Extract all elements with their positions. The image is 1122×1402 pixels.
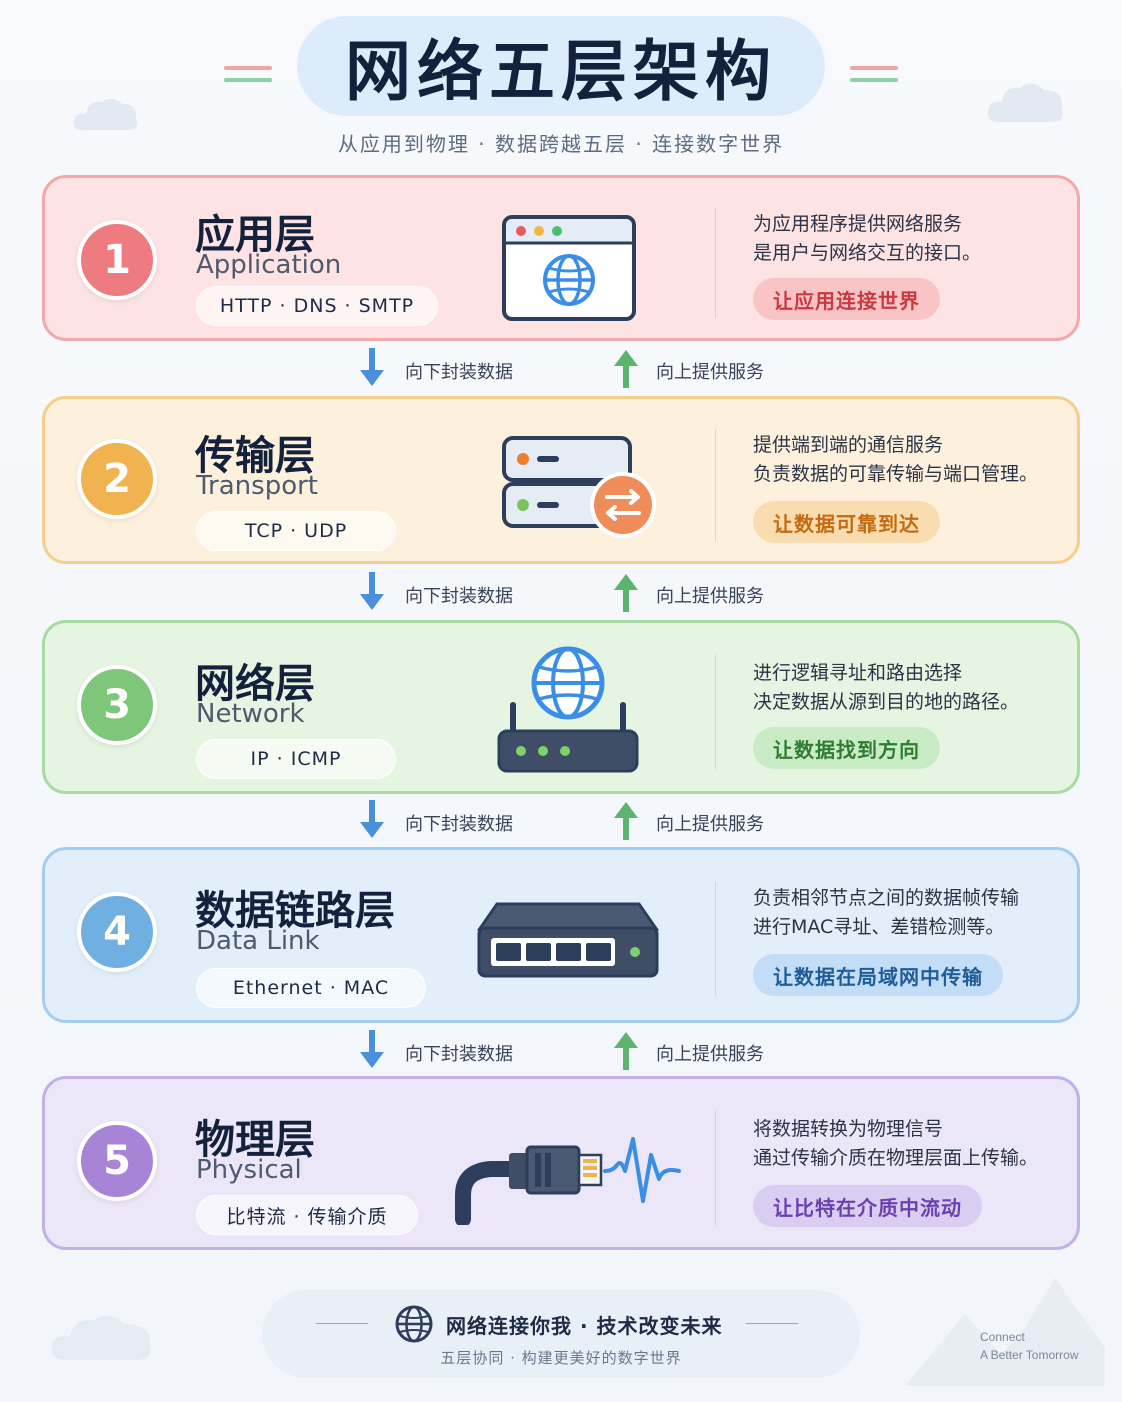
flow-arrows: 向下封装数据 向上提供服务 [0, 1030, 1122, 1076]
arrow-up-icon [614, 802, 638, 840]
layer-tagline: 让应用连接世界 [753, 278, 940, 320]
layer-number-badge: 2 [77, 439, 157, 519]
layer-card-transport: 2 传输层 Transport TCP · UDP 提供端到端的通信服务 负责数… [42, 396, 1080, 564]
layer-number-badge: 1 [77, 220, 157, 300]
layer-name-en: Network [196, 699, 305, 729]
flow-arrows: 向下封装数据 向上提供服务 [0, 572, 1122, 618]
service-label: 向上提供服务 [656, 362, 764, 383]
layer-name-cn: 应用层 [195, 212, 315, 258]
layer-tagline: 让数据可靠到达 [753, 501, 940, 543]
footer-divider-right [746, 1323, 798, 1324]
arrow-up-icon [614, 574, 638, 612]
mountain-icon [905, 1278, 1105, 1386]
layer-description: 为应用程序提供网络服务 是用户与网络交互的接口。 [753, 213, 982, 264]
layer-description: 进行逻辑寻址和路由选择 决定数据从源到目的地的路径。 [753, 662, 1020, 713]
layer-name-cn: 网络层 [195, 661, 315, 707]
layer-tagline: 让比特在介质中流动 [753, 1185, 982, 1227]
corner-text-line1: Connect [980, 1330, 1025, 1344]
layer-description: 负责相邻节点之间的数据帧传输 进行MAC寻址、差错检测等。 [753, 887, 1020, 938]
layer-name-en: Physical [196, 1155, 302, 1185]
arrow-down-icon [360, 1030, 384, 1068]
layer-number-badge: 5 [77, 1121, 157, 1201]
card-divider [715, 208, 716, 318]
protocol-pill: HTTP · DNS · SMTP [196, 286, 438, 326]
layer-card-data-link: 4 数据链路层 Data Link Ethernet · MAC 负责相邻节点之… [42, 847, 1080, 1023]
cloud-icon [51, 1315, 151, 1360]
flow-arrows: 向下封装数据 向上提供服务 [0, 348, 1122, 394]
arrow-down-icon [360, 572, 384, 610]
service-label: 向上提供服务 [656, 814, 764, 835]
protocol-pill: 比特流 · 传输介质 [196, 1195, 418, 1235]
footer-slogan: 网络连接你我 · 技术改变未来 [446, 1314, 723, 1338]
footer-pill: 网络连接你我 · 技术改变未来 五层协同 · 构建更美好的数字世界 [262, 1290, 860, 1378]
page-subtitle: 从应用到物理 · 数据跨越五层 · 连接数字世界 [337, 132, 785, 156]
decorative-lines-right [850, 66, 898, 90]
arrow-down-icon [360, 800, 384, 838]
ethernet-cable-signal-icon [455, 1137, 681, 1225]
layer-number-badge: 4 [77, 892, 157, 972]
encapsulate-label: 向下封装数据 [405, 1044, 513, 1065]
service-label: 向上提供服务 [656, 586, 764, 607]
cloud-icon [73, 98, 137, 130]
encapsulate-label: 向下封装数据 [405, 814, 513, 835]
layer-name-en: Application [196, 250, 342, 280]
layer-tagline: 让数据找到方向 [753, 727, 940, 769]
network-switch-icon [477, 902, 659, 978]
arrow-down-icon [360, 348, 384, 386]
footer-divider-left [316, 1323, 368, 1324]
arrow-up-icon [614, 350, 638, 388]
globe-icon [395, 1305, 433, 1343]
layer-name-cn: 传输层 [195, 433, 315, 479]
card-divider [715, 882, 716, 996]
layer-description: 提供端到端的通信服务 负责数据的可靠传输与端口管理。 [753, 434, 1039, 485]
title-pill: 网络五层架构 [297, 16, 825, 116]
card-divider [715, 655, 716, 769]
service-label: 向上提供服务 [656, 1044, 764, 1065]
flow-arrows: 向下封装数据 向上提供服务 [0, 800, 1122, 846]
browser-globe-icon [502, 215, 636, 321]
layer-name-en: Transport [196, 471, 319, 501]
arrow-up-icon [614, 1032, 638, 1070]
layer-card-application: 1 应用层 Application HTTP · DNS · SMTP 为应用程… [42, 175, 1080, 341]
server-exchange-icon [502, 436, 656, 538]
layer-name-cn: 物理层 [195, 1117, 315, 1163]
encapsulate-label: 向下封装数据 [405, 586, 513, 607]
decorative-lines-left [224, 66, 272, 90]
layer-name-cn: 数据链路层 [195, 888, 395, 934]
layer-number-badge: 3 [77, 665, 157, 745]
protocol-pill: IP · ICMP [196, 739, 396, 779]
layer-description: 将数据转换为物理信号 通过传输介质在物理层面上传输。 [753, 1118, 1039, 1169]
router-globe-icon [497, 646, 639, 773]
cloud-icon [987, 83, 1063, 122]
layer-card-physical: 5 物理层 Physical 比特流 · 传输介质 将数据转换为物理信号 通过传… [42, 1076, 1080, 1250]
card-divider [715, 429, 716, 541]
layer-tagline: 让数据在局域网中传输 [753, 954, 1003, 996]
layer-card-network: 3 网络层 Network IP · ICMP 进行逻辑寻址和路由选择 决定数据… [42, 620, 1080, 794]
card-divider [715, 1111, 716, 1225]
protocol-pill: TCP · UDP [196, 511, 396, 551]
corner-text-line2: A Better Tomorrow [980, 1348, 1079, 1362]
protocol-pill: Ethernet · MAC [196, 968, 426, 1008]
layer-name-en: Data Link [196, 926, 320, 956]
page-title: 网络五层架构 [345, 33, 777, 110]
footer-subtitle: 五层协同 · 构建更美好的数字世界 [440, 1349, 682, 1367]
encapsulate-label: 向下封装数据 [405, 362, 513, 383]
